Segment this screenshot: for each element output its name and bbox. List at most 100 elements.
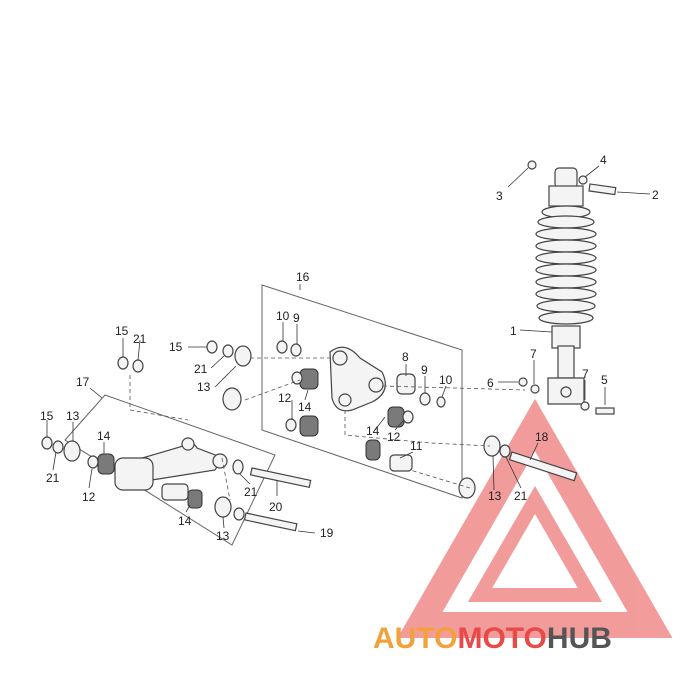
seal-12-link	[87, 455, 99, 469]
callout-7-left: 7	[530, 347, 537, 361]
rocker-link	[329, 346, 386, 412]
watermark-triangle-inner	[467, 486, 603, 602]
spacer-11	[389, 454, 413, 472]
link-rod	[114, 437, 228, 491]
bushing-8	[396, 373, 416, 395]
needle-bearing-14-right	[387, 406, 405, 428]
callout-8: 8	[402, 350, 409, 364]
callout-4: 4	[600, 153, 607, 167]
seal-12-lower	[285, 418, 297, 432]
callout-12-link: 12	[82, 490, 96, 504]
callout-15-top: 15	[115, 324, 129, 338]
shock-top-eye	[554, 167, 578, 189]
washer-21-top	[132, 359, 144, 373]
washer-4	[578, 175, 588, 185]
callout-21-top: 21	[133, 332, 147, 346]
callout-13-mid: 13	[197, 380, 211, 394]
washer-10-right	[436, 396, 446, 408]
washer-9-right	[419, 392, 431, 406]
callout-3: 3	[496, 189, 503, 203]
group-16-frame	[261, 284, 463, 499]
assembly-line-1	[129, 375, 189, 421]
washer-13-lower	[222, 387, 242, 411]
nut-6	[518, 377, 528, 387]
callout-12-right: 12	[387, 430, 401, 444]
callout-13-right: 13	[488, 489, 502, 503]
callout-17: 17	[76, 375, 90, 389]
assembly-line-7	[409, 469, 471, 489]
assembly-line-5	[382, 385, 526, 391]
callout-10-right: 10	[439, 373, 453, 387]
needle-bearing-14-link	[97, 453, 115, 475]
assembly-line-6	[221, 457, 231, 501]
callout-12-upper: 12	[278, 391, 292, 405]
leader-lines	[46, 165, 651, 534]
callout-15-mid: 15	[169, 340, 183, 354]
spacer-link	[161, 483, 189, 501]
callout-10-upper: 10	[276, 309, 290, 323]
callout-2: 2	[652, 188, 659, 202]
washer-21-low	[52, 440, 64, 454]
callout-1: 1	[510, 324, 517, 338]
washer-13-low	[63, 440, 81, 462]
washer-21-right	[499, 444, 511, 458]
seal-12-upper	[291, 371, 303, 385]
washer-13-bottom	[214, 496, 232, 518]
callout-9-upper: 9	[293, 311, 300, 325]
washer-7-right	[580, 401, 590, 411]
callout-16: 16	[296, 270, 310, 284]
shock-absorber	[535, 167, 597, 405]
callout-11: 11	[410, 439, 423, 453]
bolt-20	[249, 467, 312, 489]
callout-19: 19	[320, 526, 334, 540]
callout-7-right: 7	[582, 367, 589, 381]
callout-13-bottom: 13	[216, 529, 230, 543]
callout-14-right: 14	[366, 424, 380, 438]
callout-20: 20	[269, 500, 283, 514]
washer-15-mid	[206, 340, 218, 354]
washer-3	[527, 160, 537, 170]
callout-13-low: 13	[66, 409, 80, 423]
needle-bearing-14-link-low	[187, 489, 203, 509]
washer-10-upper	[276, 340, 288, 354]
callout-21-mid: 21	[194, 362, 208, 376]
washer-15-top	[117, 356, 129, 370]
watermark-triangle-outer	[397, 398, 673, 638]
washer-21-center	[232, 459, 244, 475]
assembly-line-4	[344, 410, 491, 447]
watermark-logo	[397, 398, 673, 638]
needle-bearing-14-lower	[299, 415, 319, 437]
callout-21-center: 21	[244, 485, 258, 499]
washer-15-low	[41, 436, 53, 450]
shock-body	[551, 325, 581, 349]
washer-13-mid	[234, 345, 252, 367]
group-17-frame	[64, 394, 276, 546]
callout-21-right: 21	[514, 489, 528, 503]
shock-spring	[535, 215, 597, 325]
callout-15-low: 15	[40, 409, 54, 423]
needle-bearing-14-bottom	[365, 439, 381, 461]
bolt-5	[595, 407, 615, 415]
washer-13-right	[483, 435, 501, 457]
callout-14-link: 14	[97, 429, 111, 443]
callout-5: 5	[601, 373, 608, 387]
washer-21-mid	[222, 344, 234, 358]
washer-7-left	[530, 384, 540, 394]
callout-21-low: 21	[46, 471, 60, 485]
needle-bearing-14-upper	[299, 368, 319, 390]
washer-21-bottom	[233, 507, 245, 521]
bolt-2	[588, 183, 617, 196]
callout-6: 6	[487, 376, 494, 390]
assembly-line-3	[244, 379, 301, 401]
seal-12-right	[402, 410, 414, 424]
callout-14-upper: 14	[298, 400, 312, 414]
callout-9-right: 9	[421, 363, 428, 377]
shock-rod	[557, 345, 575, 379]
watermark-text: AUTOMOTOHUB	[373, 622, 612, 655]
callouts: 3 4 2 1 5 6 7 7 8 9 10 10 9 16 11 12 14 …	[40, 153, 659, 543]
washer-13-right-low	[458, 477, 476, 499]
bolt-19	[243, 512, 298, 532]
washer-9-upper	[290, 343, 302, 357]
shock-top-cap	[548, 185, 584, 207]
